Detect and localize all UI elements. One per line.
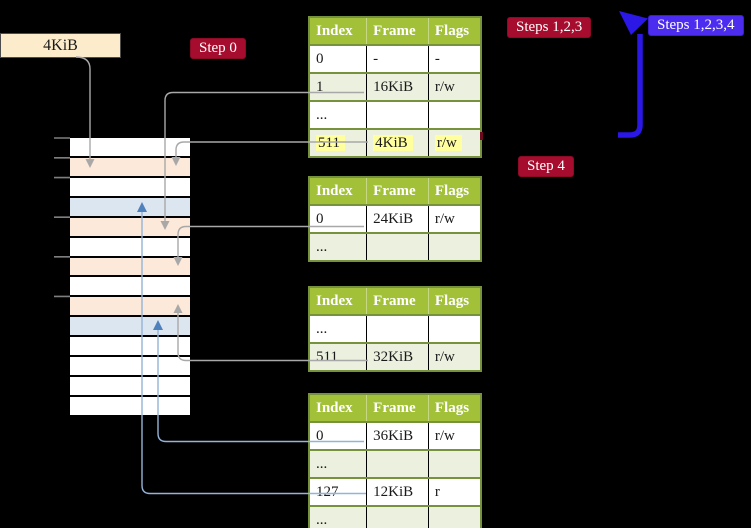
memory-row-3 — [70, 197, 190, 216]
cell-flags: r/w — [428, 421, 481, 450]
memory-row-10 — [70, 337, 190, 356]
table-row: 511 32KiB r/w — [309, 342, 481, 371]
cell-flags: - — [428, 44, 481, 73]
cell-index: ... — [309, 505, 368, 528]
cell-frame: 32KiB — [366, 342, 429, 371]
col-header-flags: Flags — [428, 177, 481, 205]
cell-index: 127 — [309, 477, 368, 506]
page-table-4: Index Frame Flags 0 36KiB r/w ... 127 12… — [308, 393, 482, 528]
cell-frame — [366, 314, 429, 343]
cell-index: 511 — [309, 128, 368, 157]
page-table-2: Index Frame Flags 0 24KiB r/w ... — [308, 176, 482, 262]
table-row: 0 - - — [309, 44, 481, 73]
cell-flags: r/w — [428, 204, 481, 233]
table-row: 0 24KiB r/w — [309, 204, 481, 233]
cell-frame — [366, 505, 429, 528]
cell-flags: r/w — [428, 342, 481, 371]
table-header-row: Index Frame Flags — [309, 287, 481, 315]
cell-index: 0 — [309, 204, 368, 233]
cell-index: ... — [309, 232, 368, 261]
memory-row-7 — [70, 277, 190, 296]
step4-label: Step 4 — [518, 156, 574, 177]
cell-index: 0 — [309, 44, 368, 73]
memory-row-9 — [70, 317, 190, 336]
col-header-frame: Frame — [366, 17, 429, 45]
table-header-row: Index Frame Flags — [309, 177, 481, 205]
table-row: ... — [309, 449, 481, 478]
memory-row-4 — [70, 217, 190, 236]
memory-row-12 — [70, 377, 190, 395]
col-header-index: Index — [309, 394, 368, 422]
memory-row-2 — [70, 177, 190, 196]
cell-index: ... — [309, 314, 368, 343]
col-header-index: Index — [309, 287, 368, 315]
cell-frame — [366, 449, 429, 478]
col-header-frame: Frame — [366, 287, 429, 315]
cell-index: 1 — [309, 72, 368, 101]
table-header-row: Index Frame Flags — [309, 17, 481, 45]
cell-flags — [428, 314, 481, 343]
memory-row-8 — [70, 297, 190, 316]
steps-123-label: Steps 1,2,3 — [507, 17, 592, 38]
table-row: ... — [309, 505, 481, 528]
col-header-flags: Flags — [428, 287, 481, 315]
table-row: ... — [309, 100, 481, 129]
cell-flags: r/w — [428, 128, 481, 157]
frame-size-box: 4KiB — [0, 33, 121, 58]
cell-flags — [428, 449, 481, 478]
cell-flags — [428, 100, 481, 129]
cell-frame: 24KiB — [366, 204, 429, 233]
highlight-mark: 511 — [316, 134, 345, 151]
cell-flags: r — [428, 477, 481, 506]
page-table-1: Index Frame Flags 0 - - 1 16KiB r/w ... … — [308, 16, 482, 158]
cell-index: 511 — [309, 342, 368, 371]
memory-row-11 — [70, 357, 190, 376]
cell-frame: 12KiB — [366, 477, 429, 506]
table-row: ... — [309, 314, 481, 343]
col-header-index: Index — [309, 17, 368, 45]
highlight-mark: 4KiB — [373, 134, 413, 151]
steps-1234-label: Steps 1,2,3,4 — [648, 15, 744, 36]
table-row: ... — [309, 232, 481, 261]
red-tick-mark — [480, 132, 483, 140]
memory-tick-marks — [54, 137, 70, 298]
table-row: 1 16KiB r/w — [309, 72, 481, 101]
cell-frame: 4KiB — [366, 128, 429, 157]
cell-frame: - — [366, 44, 429, 73]
memory-row-13 — [70, 396, 190, 415]
highlight-mark: r/w — [434, 134, 462, 151]
steps-arrow — [618, 34, 643, 138]
col-header-flags: Flags — [428, 17, 481, 45]
steps-arrowhead-icon — [619, 11, 648, 35]
cell-frame — [366, 100, 429, 129]
cell-flags — [428, 232, 481, 261]
cell-frame: 36KiB — [366, 421, 429, 450]
memory-row-1 — [70, 157, 190, 176]
cell-index: 0 — [309, 421, 368, 450]
table-row: 127 12KiB r — [309, 477, 481, 506]
memory-row-6 — [70, 257, 190, 276]
col-header-index: Index — [309, 177, 368, 205]
table-row-highlighted: 511 4KiB r/w — [309, 128, 481, 157]
step0-label: Step 0 — [190, 38, 246, 59]
col-header-flags: Flags — [428, 394, 481, 422]
cell-flags — [428, 505, 481, 528]
memory-row-5 — [70, 237, 190, 256]
memory-row-0 — [70, 138, 190, 156]
table-header-row: Index Frame Flags — [309, 394, 481, 422]
cell-index: ... — [309, 100, 368, 129]
cell-frame: 16KiB — [366, 72, 429, 101]
cell-frame — [366, 232, 429, 261]
cell-flags: r/w — [428, 72, 481, 101]
page-table-3: Index Frame Flags ... 511 32KiB r/w — [308, 286, 482, 372]
cell-index: ... — [309, 449, 368, 478]
table-row: 0 36KiB r/w — [309, 421, 481, 450]
col-header-frame: Frame — [366, 394, 429, 422]
col-header-frame: Frame — [366, 177, 429, 205]
memory-stack — [70, 138, 190, 415]
